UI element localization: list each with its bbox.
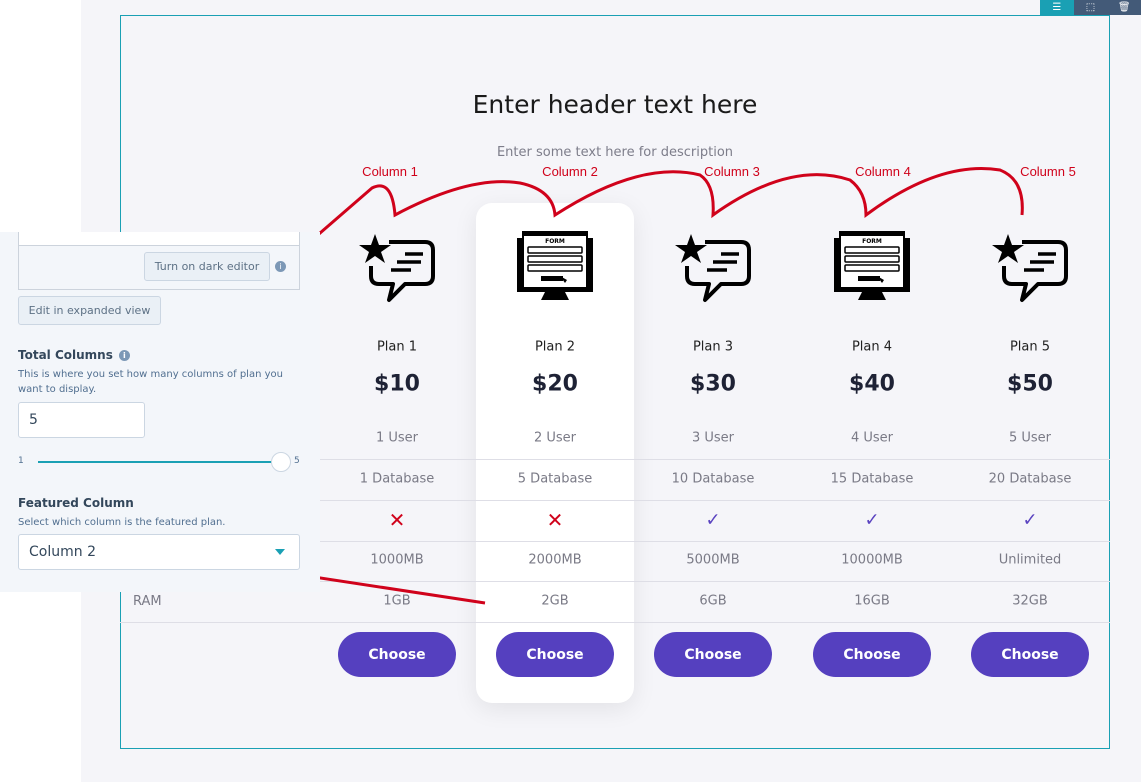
featured-column-value: Column 2 [29, 544, 96, 560]
plan-users: 3 User [691, 430, 735, 446]
module-toolbar: ☰ ⬚ 🗑 [1040, 0, 1141, 15]
choose-button[interactable]: Choose [654, 632, 772, 677]
columns-slider-handle[interactable] [271, 452, 291, 472]
dark-editor-button[interactable]: Turn on dark editor [144, 252, 270, 281]
plan-database: 5 Database [517, 471, 593, 487]
chat-star-icon [673, 228, 753, 308]
row-divider [120, 541, 1110, 542]
plan-database: 1 Database [359, 471, 435, 487]
check-icon: ✓ [1022, 509, 1038, 531]
plan-ram: 16GB [854, 593, 890, 609]
annotation-label: Column 1 [362, 164, 418, 179]
slider-max: 5 [294, 456, 300, 466]
plan-price: $10 [374, 371, 420, 397]
annotation-label: Column 5 [1020, 164, 1076, 179]
plan-price: $20 [532, 371, 578, 397]
plan-price: $30 [690, 371, 736, 397]
plan-storage: 1000MB [370, 552, 424, 568]
chevron-down-icon [275, 549, 285, 560]
plan-name: Plan 3 [692, 339, 734, 355]
plan-users: 4 User [850, 430, 894, 446]
featured-column-help: Select which column is the featured plan… [18, 517, 226, 528]
plan-database: 10 Database [671, 471, 755, 487]
row-divider [120, 500, 1110, 501]
slider-min: 1 [18, 456, 24, 466]
row-divider [120, 581, 1110, 582]
svg-text:FORM: FORM [545, 238, 565, 245]
plan-storage: 10000MB [841, 552, 903, 568]
svg-text:FORM: FORM [862, 238, 882, 245]
expanded-view-button[interactable]: Edit in expanded view [18, 296, 161, 325]
header-title[interactable]: Enter header text here [472, 90, 758, 119]
trash-icon[interactable]: 🗑 [1117, 2, 1131, 13]
featured-column-select[interactable]: Column 2 [18, 534, 300, 570]
plan-users: 1 User [375, 430, 419, 446]
chat-star-icon [990, 228, 1070, 308]
plan-database: 15 Database [830, 471, 914, 487]
editor-box: Turn on dark editor i [18, 232, 300, 290]
form-monitor-icon: FORM [515, 228, 595, 308]
chat-star-icon [357, 228, 437, 308]
plan-ram: 6GB [699, 593, 727, 609]
cross-icon: ✕ [546, 508, 564, 532]
list-icon[interactable]: ☰ [1040, 0, 1074, 15]
choose-button[interactable]: Choose [971, 632, 1089, 677]
plan-ram: 1GB [383, 593, 411, 609]
plan-name: Plan 4 [851, 339, 893, 355]
total-columns-help: This is where you set how many columns o… [18, 369, 283, 395]
plan-storage: Unlimited [998, 552, 1062, 568]
plan-users: 2 User [533, 430, 577, 446]
choose-button[interactable]: Choose [338, 632, 456, 677]
plan-ram: 2GB [541, 593, 569, 609]
total-columns-input[interactable]: 5 [18, 402, 145, 438]
featured-column-label: Featured Column [18, 496, 134, 510]
plan-price: $50 [1007, 371, 1053, 397]
plan-storage: 2000MB [528, 552, 582, 568]
check-icon: ✓ [864, 509, 880, 531]
header-description[interactable]: Enter some text here for description [496, 145, 734, 160]
plan-ram: 32GB [1012, 593, 1048, 609]
row-divider [120, 622, 1110, 623]
info-icon[interactable]: i [275, 261, 286, 272]
form-monitor-icon: FORM [832, 228, 912, 308]
row-divider [120, 459, 1110, 460]
plan-name: Plan 2 [534, 339, 576, 355]
annotation-label: Column 3 [704, 164, 760, 179]
plan-users: 5 User [1008, 430, 1052, 446]
plan-database: 20 Database [988, 471, 1072, 487]
plan-name: Plan 5 [1009, 339, 1051, 355]
plan-storage: 5000MB [686, 552, 740, 568]
annotation-label: Column 4 [855, 164, 911, 179]
plan-name: Plan 1 [376, 339, 418, 355]
choose-button[interactable]: Choose [496, 632, 614, 677]
cross-icon: ✕ [388, 508, 406, 532]
select-icon[interactable]: ⬚ [1085, 2, 1096, 13]
columns-slider-track[interactable] [38, 461, 282, 463]
choose-button[interactable]: Choose [813, 632, 931, 677]
editor-area[interactable] [19, 232, 299, 246]
total-columns-text: Total Columns [18, 348, 113, 362]
settings-panel: Turn on dark editor i Edit in expanded v… [0, 232, 320, 592]
info-icon[interactable]: i [118, 350, 130, 361]
total-columns-label: Total Columns i [18, 348, 130, 362]
row-label-ram: RAM [133, 594, 162, 609]
plan-price: $40 [849, 371, 895, 397]
check-icon: ✓ [705, 509, 721, 531]
annotation-label: Column 2 [542, 164, 598, 179]
